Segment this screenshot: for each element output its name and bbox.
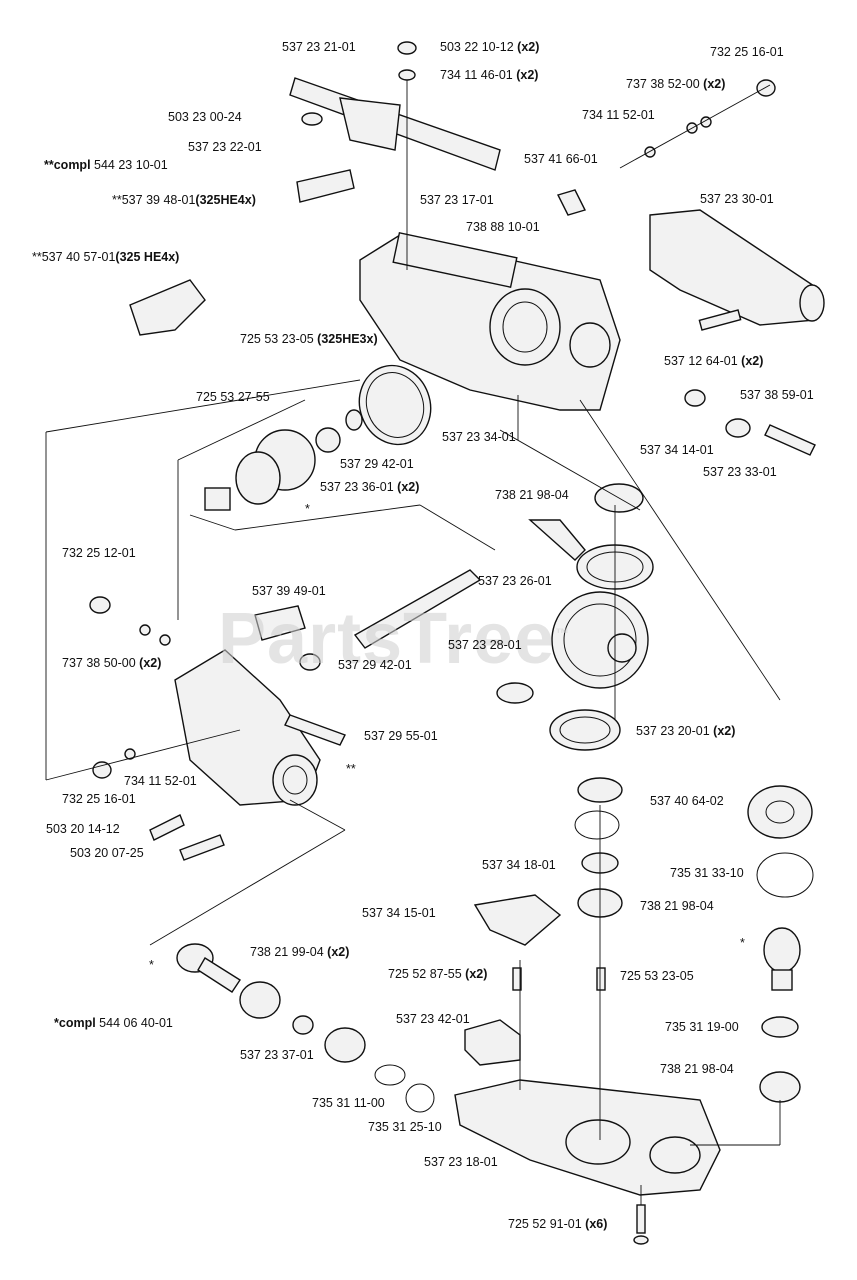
part-label: 734 11 52-01 xyxy=(582,108,655,122)
pinion-right xyxy=(763,927,801,991)
leader-lines xyxy=(45,80,781,1205)
marker-single: * xyxy=(305,502,310,516)
part-label: 737 38 50-00 (x2) xyxy=(62,656,162,670)
support-bracket xyxy=(473,894,562,946)
block xyxy=(464,1019,521,1066)
part-label: 738 21 98-04 xyxy=(495,488,569,502)
part-label: 537 23 37-01 xyxy=(240,1048,314,1062)
part-label: 537 23 18-01 xyxy=(424,1155,498,1169)
snap-ring-right xyxy=(756,852,814,898)
part-label: **537 40 57-01(325 HE4x) xyxy=(32,250,180,264)
part-label: 537 23 36-01 (x2) xyxy=(320,480,420,494)
part-label: 725 53 23-05 xyxy=(620,969,694,983)
part-label: 537 34 15-01 xyxy=(362,906,436,920)
bevel-gear-set xyxy=(204,409,363,511)
marker-single: * xyxy=(149,958,154,972)
part-label: 503 22 10-12 (x2) xyxy=(440,40,540,54)
part-label: 503 23 00-24 xyxy=(168,110,242,124)
part-label: 537 23 33-01 xyxy=(703,465,777,479)
part-label: *compl 544 06 40-01 xyxy=(54,1016,173,1030)
gear-case xyxy=(174,649,346,806)
part-label: 738 21 99-04 (x2) xyxy=(250,945,350,959)
screws-center xyxy=(512,967,606,991)
bearing-right xyxy=(747,785,813,839)
part-label: 537 12 64-01 (x2) xyxy=(664,354,764,368)
part-label: 537 23 26-01 xyxy=(478,574,552,588)
part-label: 537 41 66-01 xyxy=(524,152,598,166)
part-label: 735 31 33-10 xyxy=(670,866,744,880)
washers-right-top xyxy=(619,79,776,169)
crank-plate-lower xyxy=(496,682,621,751)
part-label: 735 31 11-00 xyxy=(312,1096,385,1110)
part-label: 537 39 49-01 xyxy=(252,584,326,598)
part-label: 537 23 20-01 (x2) xyxy=(636,724,736,738)
ring-right xyxy=(759,1016,801,1103)
part-label: 537 34 14-01 xyxy=(640,443,714,457)
part-label: 537 40 64-02 xyxy=(650,794,724,808)
base-plate xyxy=(454,1079,721,1196)
washers-center xyxy=(574,777,623,918)
part-label: 725 53 23-05 (325HE3x) xyxy=(240,332,378,346)
part-label: 734 11 46-01 (x2) xyxy=(440,68,539,82)
part-label: 537 29 42-01 xyxy=(340,457,414,471)
part-label: 732 25 16-01 xyxy=(710,45,784,59)
bottom-screw xyxy=(633,1204,649,1245)
marker-single: * xyxy=(740,936,745,950)
right-shaft xyxy=(684,389,816,456)
part-label: 735 31 25-10 xyxy=(368,1120,442,1134)
nut-top xyxy=(397,41,417,81)
part-label: 725 52 87-55 (x2) xyxy=(388,967,488,981)
part-label: 537 29 55-01 xyxy=(364,729,438,743)
part-label: 738 88 10-01 xyxy=(466,220,540,234)
part-label: 537 38 59-01 xyxy=(740,388,814,402)
part-label: 503 20 14-12 xyxy=(46,822,120,836)
part-label: 537 34 18-01 xyxy=(482,858,556,872)
spacer-block xyxy=(296,169,355,203)
blade-guard-piece xyxy=(129,279,206,336)
part-label: 537 23 42-01 xyxy=(396,1012,470,1026)
bolts-lower-left xyxy=(149,814,225,861)
part-label: 732 25 12-01 xyxy=(62,546,136,560)
part-label: 537 23 30-01 xyxy=(700,192,774,206)
gear-housing xyxy=(359,232,621,411)
watermark: PartsTree™ xyxy=(218,599,571,679)
part-label: 732 25 16-01 xyxy=(62,792,136,806)
part-label: 537 23 17-01 xyxy=(420,193,494,207)
small-washers-left xyxy=(89,596,171,779)
part-label: 537 29 42-01 xyxy=(338,658,412,672)
part-label: 725 52 91-01 (x6) xyxy=(508,1217,608,1231)
hanger-bracket xyxy=(289,77,501,171)
part-label: 735 31 19-00 xyxy=(665,1020,739,1034)
part-label: **compl 544 23 10-01 xyxy=(44,158,168,172)
part-label: 537 23 21-01 xyxy=(282,40,356,54)
drive-shaft xyxy=(254,569,482,671)
part-label: 725 53 27-55 xyxy=(196,390,270,404)
part-label: 503 20 07-25 xyxy=(70,846,144,860)
part-label: 737 38 52-00 (x2) xyxy=(626,77,726,91)
bolt-small xyxy=(556,189,587,216)
part-label: 738 21 98-04 xyxy=(660,1062,734,1076)
part-label: 537 23 22-01 xyxy=(188,140,262,154)
part-label: 537 23 34-01 xyxy=(442,430,516,444)
handle xyxy=(649,209,825,331)
part-label: 537 23 28-01 xyxy=(448,638,522,652)
part-label: 734 11 52-01 xyxy=(124,774,197,788)
part-label: **537 39 48-01(325HE4x) xyxy=(112,193,256,207)
part-label: 738 21 98-04 xyxy=(640,899,714,913)
marker-double: ** xyxy=(346,762,356,776)
lower-shaft xyxy=(176,943,435,1113)
